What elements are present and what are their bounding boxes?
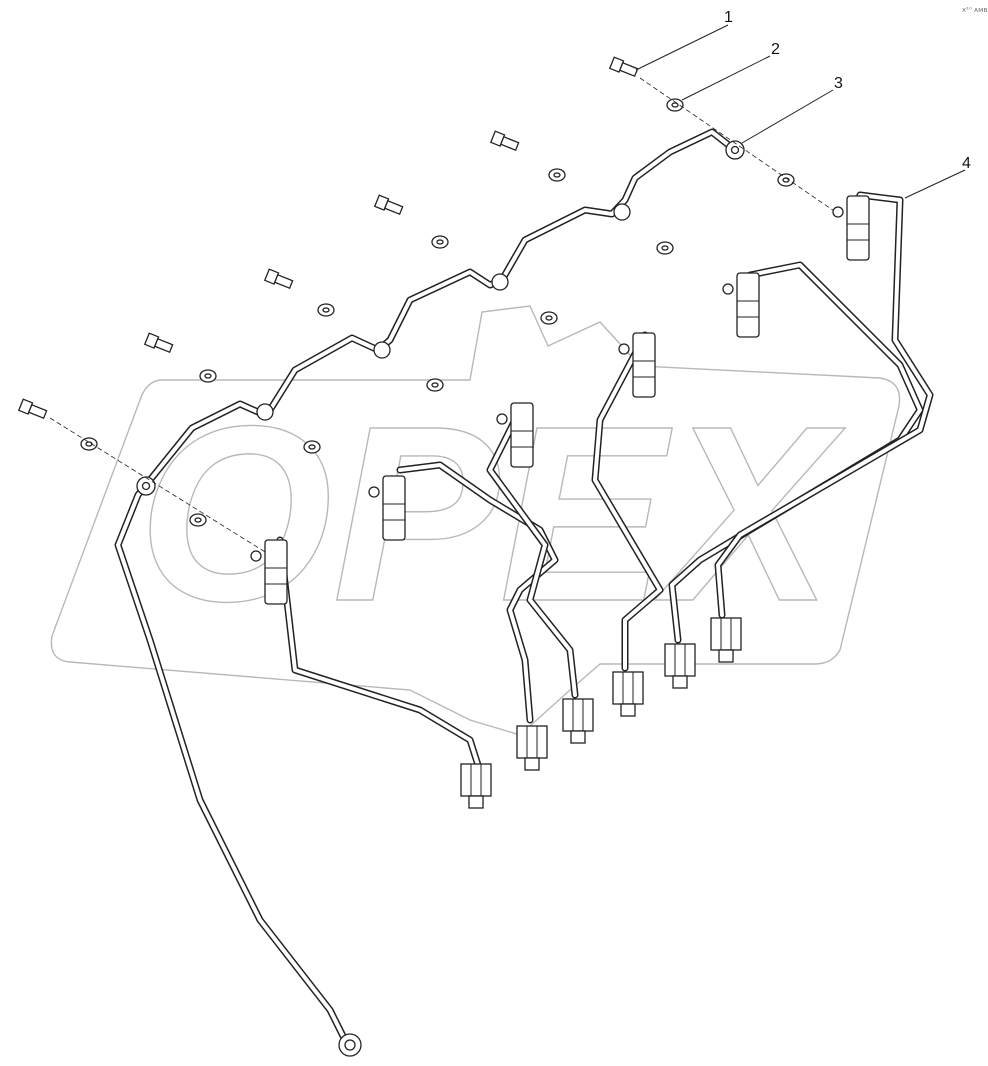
washer	[317, 303, 335, 317]
hex-nut	[516, 725, 548, 771]
callout-label: 4	[962, 155, 971, 172]
washer	[80, 437, 98, 451]
callouts: 1 2 3 4	[635, 9, 971, 199]
injector-pipes	[276, 191, 934, 769]
return-line	[114, 128, 745, 1057]
injector-pipe	[486, 406, 579, 699]
injector-nozzle	[722, 272, 760, 338]
injector-nozzle	[496, 402, 534, 468]
hex-nut	[664, 643, 696, 689]
callout-label: 1	[724, 9, 733, 26]
banjo-eye	[256, 403, 274, 421]
watermark: OPEX	[50, 305, 901, 736]
banjo-eye	[491, 273, 509, 291]
hex-nut	[612, 671, 644, 717]
banjo-bolt	[489, 130, 520, 152]
injector-nozzle	[832, 195, 870, 261]
washer	[656, 241, 674, 255]
washer	[303, 440, 321, 454]
callout-3[interactable]: 3	[741, 75, 843, 144]
callout-label: 2	[771, 41, 780, 58]
corner-mark: x¹⁰ ᴀᴍʙ	[962, 6, 987, 14]
washer	[548, 168, 566, 182]
pump-end-nuts	[460, 617, 742, 809]
assembly-alignment-lines	[49, 77, 841, 556]
washer	[777, 173, 795, 187]
injector-pipe	[714, 191, 934, 619]
callout-1[interactable]: 1	[635, 9, 733, 71]
hex-nut	[562, 698, 594, 744]
hex-nut	[710, 617, 742, 663]
injector-nozzle	[618, 332, 656, 398]
callout-label: 3	[834, 75, 843, 92]
banjo-hole	[141, 481, 151, 491]
washer	[540, 311, 558, 325]
banjo-bolt	[608, 56, 639, 78]
hex-nut	[460, 763, 492, 809]
injector-nozzle	[368, 475, 406, 541]
banjo-bolts	[17, 56, 639, 420]
injector-pipe	[276, 536, 482, 769]
banjo-bolt	[143, 332, 174, 354]
injector-pipe	[668, 261, 924, 644]
banjo-bolt	[263, 268, 294, 290]
callout-4[interactable]: 4	[904, 155, 971, 199]
watermark-text: OPEX	[138, 374, 846, 653]
banjo-eye	[373, 341, 391, 359]
injector-pipe	[591, 331, 664, 672]
washer	[666, 98, 684, 112]
washer	[431, 235, 449, 249]
watermark-gear-outline	[50, 305, 901, 736]
washer	[199, 369, 217, 383]
washer	[189, 513, 207, 527]
banjo-hole	[730, 145, 740, 155]
end-ring-hole	[344, 1039, 356, 1051]
banjo-bolt	[373, 194, 404, 216]
injector-nozzle	[250, 539, 288, 605]
washer	[426, 378, 444, 392]
callout-2[interactable]: 2	[681, 41, 780, 101]
banjo-eye	[613, 203, 631, 221]
banjo-bolt	[17, 398, 48, 420]
injector-nozzles	[250, 195, 870, 605]
injector-pipe	[396, 461, 559, 724]
